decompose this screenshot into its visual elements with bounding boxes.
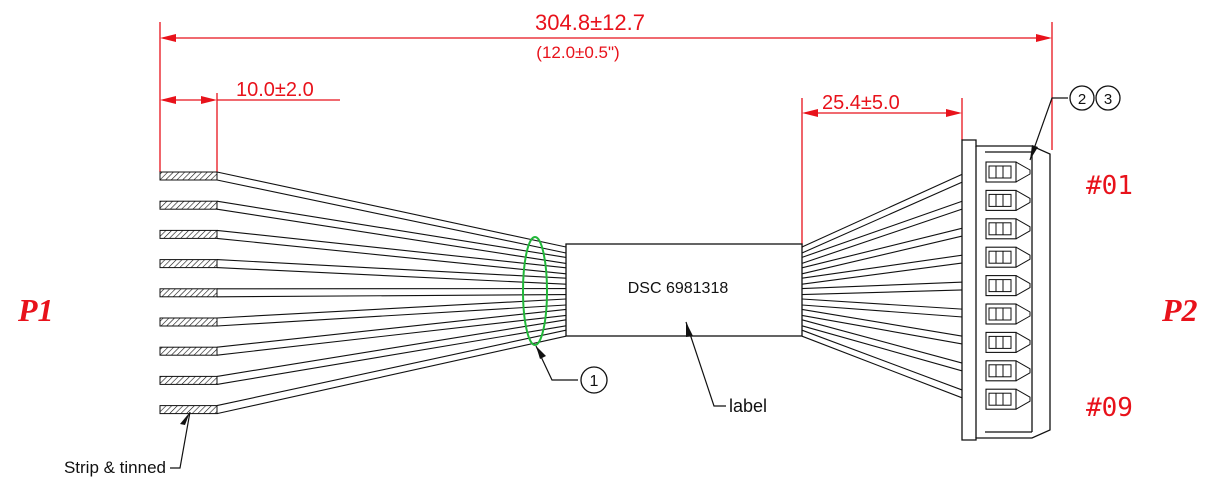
callout-item-1-number: 1 [590,373,599,390]
end-p1-label: P1 [17,292,54,328]
breakout-length-dimension: 25.4±5.0 [822,92,900,114]
label-text: DSC 6981318 [628,280,729,297]
wire [159,167,977,254]
bundle-marker-ellipse [522,236,548,346]
overall-length-dimension: 304.8±12.7 [535,10,645,35]
tinned-end [159,171,218,181]
wire [159,329,977,415]
callout-strip-tinned: Strip & tinned [64,411,191,477]
connector-contact [985,331,1031,353]
overall-length-inch-dimension: (12.0±0.5") [536,43,619,62]
callout-item-3-number: 3 [1104,91,1112,108]
tinned-end [159,259,218,269]
callout-item-1: 1 [535,345,608,394]
connector-contact [985,360,1031,382]
wire-bundle [159,167,977,415]
label-note: label [729,396,767,416]
connector-contact [985,218,1031,240]
connector-contact [985,246,1031,268]
dimension-lines [159,22,1053,248]
tinned-end [159,405,218,415]
connector-contact [985,189,1031,211]
connector-contacts [985,161,1031,410]
callout-item-2-number: 2 [1078,91,1086,108]
wire [159,224,977,275]
strip-length-dimension: 10.0±2.0 [236,79,314,101]
dimension-arrows [160,34,1052,117]
wire [159,195,977,264]
tinned-end [159,346,218,356]
tinned-end [159,288,218,298]
pin-first-label: #01 [1086,171,1133,201]
callout-label: label [685,321,767,416]
label-block [565,243,803,337]
tinned-end [159,200,218,210]
wire [159,298,977,327]
callout-items-2-3: 2 3 [1029,85,1121,161]
strip-tinned-note: Strip & tinned [64,458,166,477]
tinned-end [159,229,218,239]
tinned-end [159,375,218,385]
tinned-end [159,317,218,327]
pin-last-label: #09 [1086,393,1133,423]
wire [159,281,977,298]
connector-contact [985,275,1031,297]
wire [159,319,977,385]
connector-contact [985,388,1031,410]
connector-contact [985,161,1031,183]
wire [159,252,977,285]
end-p2-label: P2 [1161,292,1198,328]
connector-contact [985,303,1031,325]
wire [159,308,977,356]
